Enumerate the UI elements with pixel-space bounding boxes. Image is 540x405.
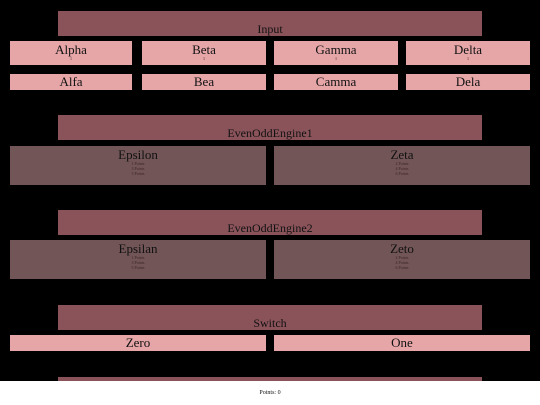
input-cell-bea[interactable]: Bea bbox=[142, 74, 266, 90]
cell-label: One bbox=[391, 335, 413, 350]
cell-value: 1 bbox=[335, 56, 337, 61]
points-line: 6 Points bbox=[395, 265, 409, 270]
points-line: 4 Points bbox=[395, 260, 409, 265]
cell-label: Alfa bbox=[59, 74, 83, 89]
cell-label: Alpha bbox=[55, 42, 87, 57]
cell-label: Epsilon bbox=[118, 147, 158, 162]
cell-value: 1 bbox=[203, 56, 205, 61]
input-cell-camma[interactable]: Camma bbox=[274, 74, 398, 90]
engine1-title: EvenOddEngine1 bbox=[227, 126, 313, 140]
engine2-title: EvenOddEngine2 bbox=[227, 221, 313, 235]
engine2-header: EvenOddEngine2 bbox=[58, 210, 482, 235]
input-cell-delta[interactable]: Delta 1 bbox=[406, 41, 530, 65]
points-line: 3 Points bbox=[131, 260, 145, 265]
points-line: 5 Points bbox=[131, 265, 145, 270]
cell-label: Zeta bbox=[390, 147, 414, 162]
points-line: 4 Points bbox=[395, 166, 409, 171]
input-title: Input bbox=[257, 22, 283, 36]
cell-label: Beta bbox=[192, 42, 216, 57]
switch-cell-zero[interactable]: Zero bbox=[10, 335, 266, 351]
cell-label: Dela bbox=[455, 74, 481, 89]
points-line: 5 Points bbox=[131, 171, 145, 176]
points-line: 2 Points bbox=[395, 255, 409, 260]
cell-label: Epsilan bbox=[118, 241, 158, 256]
switch-header: Switch bbox=[58, 305, 482, 330]
engine1-cell-zeta[interactable]: Zeta 2 Points 4 Points 6 Points bbox=[274, 146, 530, 185]
cell-label: Zeto bbox=[390, 241, 414, 256]
cell-label: Bea bbox=[193, 74, 215, 89]
cell-value: 1 bbox=[467, 56, 469, 61]
input-cell-beta[interactable]: Beta 1 bbox=[142, 41, 266, 65]
switch-cell-one[interactable]: One bbox=[274, 335, 530, 351]
input-cell-alfa[interactable]: Alfa bbox=[10, 74, 132, 90]
engine2-cell-zeto[interactable]: Zeto 2 Points 4 Points 6 Points bbox=[274, 240, 530, 279]
points-footer: Points: 0 bbox=[0, 381, 540, 405]
input-cell-alpha[interactable]: Alpha 1 bbox=[10, 41, 132, 65]
cell-label: Gamma bbox=[315, 42, 357, 57]
engine2-cell-epsilan[interactable]: Epsilan 1 Points 3 Points 5 Points bbox=[10, 240, 266, 279]
points-counter: Points: 0 bbox=[259, 390, 281, 396]
cell-label: Delta bbox=[453, 42, 483, 57]
cell-label: Camma bbox=[315, 74, 357, 89]
engine1-cell-epsilon[interactable]: Epsilon 1 Points 3 Points 5 Points bbox=[10, 146, 266, 185]
cell-value: 1 bbox=[70, 56, 72, 61]
points-line: 1 Points bbox=[131, 161, 145, 166]
points-line: 1 Points bbox=[131, 255, 145, 260]
points-line: 6 Points bbox=[395, 171, 409, 176]
points-line: 2 Points bbox=[395, 161, 409, 166]
cell-label: Zero bbox=[125, 335, 151, 350]
points-line: 3 Points bbox=[131, 166, 145, 171]
next-section-header-partial bbox=[58, 377, 482, 383]
switch-title: Switch bbox=[253, 316, 287, 330]
input-cell-gamma[interactable]: Gamma 1 bbox=[274, 41, 398, 65]
input-cell-dela[interactable]: Dela bbox=[406, 74, 530, 90]
engine1-header: EvenOddEngine1 bbox=[58, 115, 482, 140]
input-header: Input bbox=[58, 11, 482, 36]
